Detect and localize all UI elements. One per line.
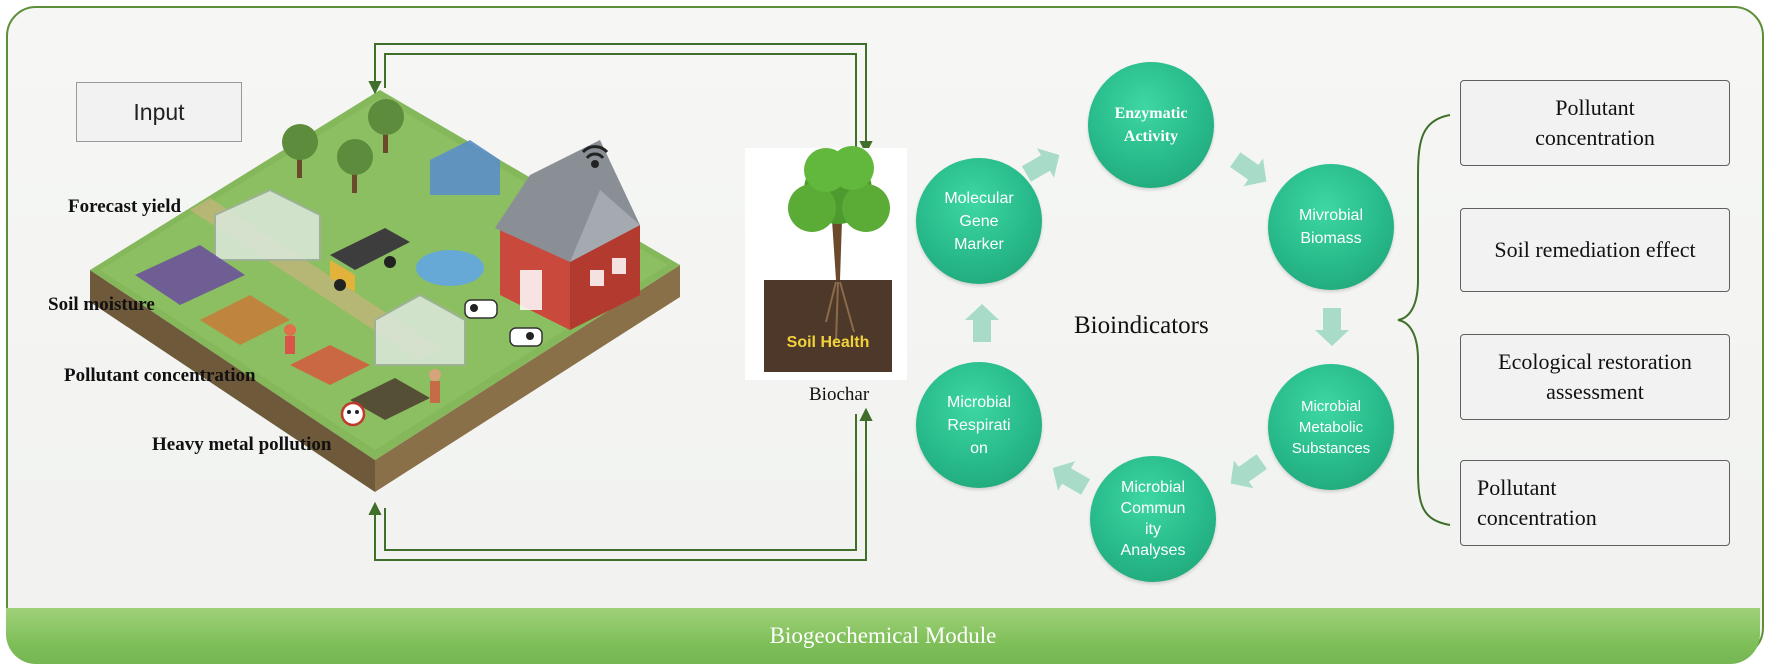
arrow-respiration-to-gene — [965, 304, 999, 342]
arrow-biomass-to-metabolic — [1315, 308, 1349, 346]
arrow-metabolic-to-community — [1230, 454, 1267, 489]
label-soil-moisture: Soil moisture — [48, 294, 155, 315]
output-text-line: assessment — [1546, 379, 1644, 404]
output-pollutant-concentration-2: Pollutant concentration — [1460, 460, 1730, 546]
skull-icon — [340, 401, 366, 427]
label-forecast-yield: Forecast yield — [68, 196, 182, 217]
feedback-loop-top — [368, 43, 873, 155]
output-text-line: Ecological restoration — [1498, 349, 1692, 374]
circle-text-line: Mivrobial — [1298, 207, 1363, 224]
circle-text-line: Analyses — [1120, 542, 1186, 559]
output-text-line: concentration — [1535, 125, 1655, 150]
output-brace — [1397, 114, 1451, 526]
output-soil-remediation-effect: Soil remediation effect — [1460, 208, 1730, 292]
arrow-community-to-respiration — [1052, 461, 1091, 495]
circle-text-line: on — [970, 439, 988, 457]
soil-health-label: Soil Health — [786, 334, 870, 351]
cows — [464, 299, 543, 347]
biogeochemical-module-bar: Biogeochemical Module — [6, 608, 1760, 664]
barn — [495, 140, 640, 330]
circle-text-line: Molecular — [944, 189, 1014, 207]
circle-text-line: Microbial — [1300, 397, 1361, 415]
arrow-enzymatic-to-biomass — [1230, 152, 1267, 187]
tree-icon — [745, 146, 907, 380]
cycle-arrows — [965, 148, 1349, 495]
output-ecological-restoration: Ecological restoration assessment — [1460, 334, 1730, 420]
crop-field — [135, 245, 430, 420]
coop — [430, 140, 500, 195]
circle-text-line: Commun — [1120, 500, 1186, 517]
pond — [416, 250, 484, 286]
greenhouse — [214, 188, 466, 366]
farm-illustration — [90, 90, 680, 492]
circle-text-line: Marker — [954, 235, 1004, 253]
circle-text-line: ity — [1144, 521, 1161, 538]
circle-text-line: Substances — [1291, 439, 1371, 457]
circle-text-line: Metabolic — [1298, 418, 1364, 436]
circle-text-line: Microbial — [1120, 479, 1185, 496]
input-box: Input — [76, 82, 242, 142]
feedback-loop-bottom — [368, 407, 873, 561]
circle-text-line: Biomass — [1300, 230, 1362, 247]
label-heavy-metal-pollution: Heavy metal pollution — [152, 434, 332, 455]
output-text-line: concentration — [1477, 505, 1597, 530]
circle-text-line: Enzymatic — [1114, 105, 1188, 122]
output-text-line: Soil remediation effect — [1494, 237, 1696, 262]
circle-text-line: Respirati — [947, 416, 1011, 434]
output-text-line: Pollutant — [1555, 95, 1635, 120]
wifi-icon — [581, 145, 609, 168]
circle-text-line: Microbial — [946, 393, 1011, 411]
output-text-line: Pollutant — [1477, 475, 1557, 500]
arrow-gene-to-enzymatic — [1021, 148, 1060, 182]
bioindicators-label: Bioindicators — [1074, 312, 1209, 339]
circle-text-line: Activity — [1123, 128, 1179, 145]
output-pollutant-concentration-1: Pollutant concentration — [1460, 80, 1730, 166]
label-pollutant-concentration: Pollutant concentration — [64, 365, 256, 386]
truck — [330, 228, 410, 292]
biochar-label: Biochar — [809, 384, 870, 405]
orchard-trees — [282, 99, 404, 193]
circle-text-line: Gene — [959, 212, 999, 230]
